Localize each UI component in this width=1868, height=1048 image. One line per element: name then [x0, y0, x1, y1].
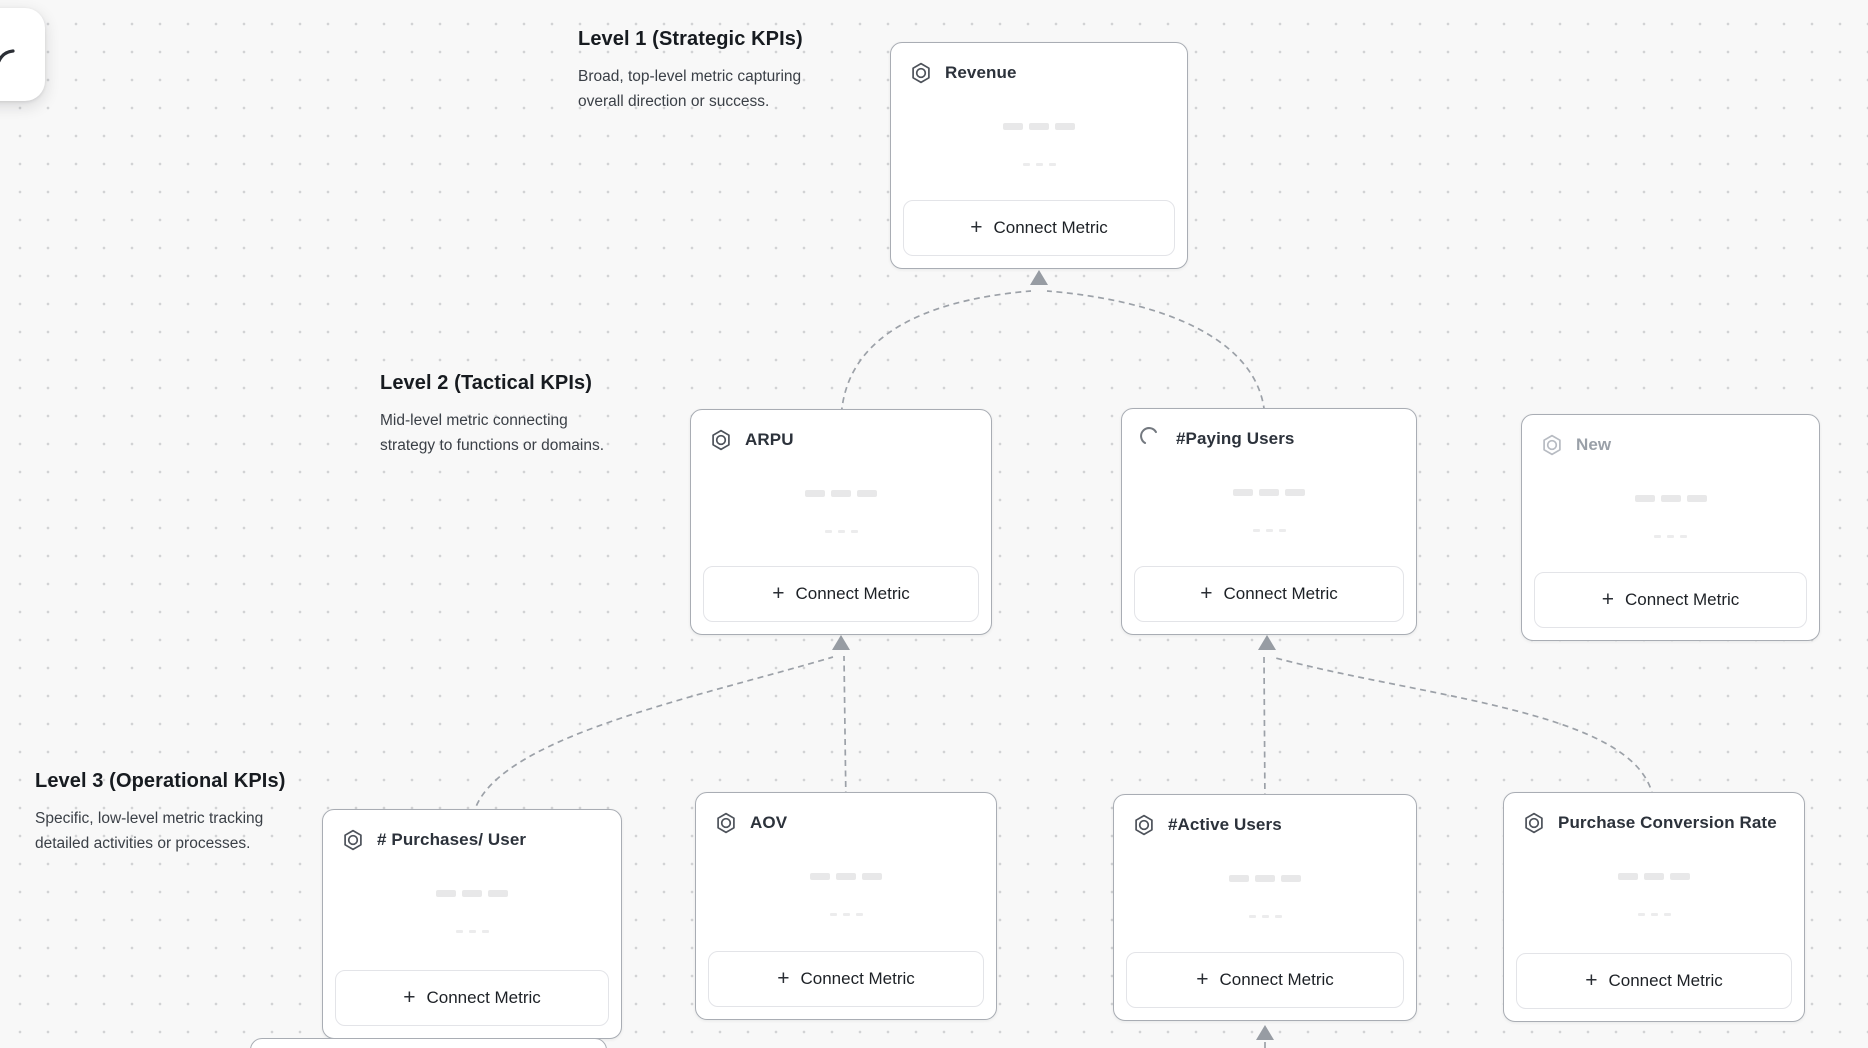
arrowhead-into-activeusers: [1256, 1025, 1274, 1040]
skeleton-dashes: [1122, 529, 1416, 532]
plus-icon: +: [772, 581, 785, 605]
metric-card-title: #Active Users: [1168, 815, 1282, 834]
plus-icon: +: [1601, 587, 1614, 611]
cursor-icon: [0, 49, 15, 63]
skeleton-bars: [696, 873, 996, 880]
plus-icon: +: [1196, 967, 1209, 991]
hexagon-metric-icon: [1132, 813, 1156, 837]
section-title: Level 3 (Operational KPIs): [35, 770, 286, 792]
section-label-level1: Level 1 (Strategic KPIs) Broad, top-leve…: [578, 28, 803, 114]
partial-card[interactable]: [250, 1038, 607, 1048]
skeleton-dashes: [696, 913, 996, 916]
connector-edge-payingusers-revenue: [1046, 290, 1266, 423]
connect-metric-button[interactable]: + Connect Metric: [1534, 572, 1807, 628]
section-description: Specific, low-level metric tracking deta…: [35, 810, 264, 852]
metric-card-title: # Purchases/ User: [377, 830, 527, 849]
card-header: Purchase Conversion Rate: [1504, 793, 1804, 835]
connect-metric-button[interactable]: + Connect Metric: [903, 200, 1175, 256]
metric-card-arpu[interactable]: ARPU + Connect Metric: [690, 409, 992, 635]
connect-metric-button[interactable]: + Connect Metric: [1126, 952, 1404, 1008]
section-label-level2: Level 2 (Tactical KPIs) Mid-level metric…: [380, 372, 604, 458]
card-header: AOV: [696, 793, 996, 835]
connect-metric-button[interactable]: + Connect Metric: [703, 566, 979, 622]
skeleton-bars: [323, 890, 621, 897]
metric-card-purchase-conversion-rate[interactable]: Purchase Conversion Rate + Connect Metri…: [1503, 792, 1805, 1022]
hexagon-metric-icon: [1540, 433, 1564, 457]
hexagon-metric-icon: [1522, 811, 1546, 835]
connector-edge-arpu-revenue: [840, 290, 1032, 425]
skeleton-bars: [691, 490, 991, 497]
skeleton-bars: [1522, 495, 1819, 502]
hexagon-metric-icon: [709, 428, 733, 452]
skeleton-bars: [1122, 489, 1416, 496]
metric-card-title: AOV: [750, 813, 788, 832]
connector-edge-activeusers-payingusers: [1263, 655, 1266, 811]
skeleton-dashes: [691, 530, 991, 533]
card-header: ARPU: [691, 410, 991, 452]
card-header: # Purchases/ User: [323, 810, 621, 852]
section-description: Mid-level metric connecting strategy to …: [380, 412, 605, 454]
skeleton-bars: [1504, 873, 1804, 880]
metric-card-revenue[interactable]: Revenue + Connect Metric: [890, 42, 1188, 269]
connector-edge-pcr-payingusers: [1271, 656, 1655, 809]
hexagon-metric-icon: [341, 828, 365, 852]
metric-card-active-users[interactable]: #Active Users + Connect Metric: [1113, 794, 1417, 1021]
arrowhead-into-revenue: [1030, 270, 1048, 285]
plus-icon: +: [777, 966, 790, 990]
plus-icon: +: [1585, 968, 1598, 992]
card-header: #Paying Users: [1122, 409, 1416, 451]
plus-icon: +: [970, 215, 983, 239]
section-title: Level 1 (Strategic KPIs): [578, 28, 803, 50]
skeleton-dashes: [323, 930, 621, 933]
spinner-icon: [1140, 427, 1164, 451]
arrowhead-into-payingusers: [1258, 635, 1276, 650]
metric-card-aov[interactable]: AOV + Connect Metric: [695, 792, 997, 1020]
metric-card-new[interactable]: New + Connect Metric: [1521, 414, 1820, 641]
skeleton-dashes: [1504, 913, 1804, 916]
skeleton-dashes: [1522, 535, 1819, 538]
metric-card-title: Purchase Conversion Rate: [1558, 813, 1777, 832]
card-header: New: [1522, 415, 1819, 457]
plus-icon: +: [1200, 581, 1213, 605]
metric-card-title: New: [1576, 435, 1612, 454]
card-header: #Active Users: [1114, 795, 1416, 837]
connect-metric-button[interactable]: + Connect Metric: [335, 970, 609, 1026]
connector-edge-purchases-arpu: [471, 656, 834, 827]
connect-metric-button[interactable]: + Connect Metric: [708, 951, 984, 1007]
connect-metric-button[interactable]: + Connect Metric: [1516, 953, 1792, 1009]
metric-card-title: ARPU: [745, 430, 794, 449]
metric-card-title: #Paying Users: [1176, 429, 1295, 448]
arrowhead-into-arpu: [832, 635, 850, 650]
hexagon-metric-icon: [909, 61, 933, 85]
toolbar-button[interactable]: [0, 8, 45, 101]
metric-card-title: Revenue: [945, 63, 1017, 82]
skeleton-bars: [1114, 875, 1416, 882]
plus-icon: +: [403, 985, 416, 1009]
skeleton-dashes: [891, 163, 1187, 166]
section-description: Broad, top-level metric capturing overal…: [578, 68, 802, 110]
connect-metric-button[interactable]: + Connect Metric: [1134, 566, 1404, 622]
section-label-level3: Level 3 (Operational KPIs) Specific, low…: [35, 770, 285, 856]
metric-card-paying-users[interactable]: #Paying Users + Connect Metric: [1121, 408, 1417, 635]
skeleton-bars: [891, 123, 1187, 130]
connector-edge-aov-arpu: [843, 655, 847, 809]
skeleton-dashes: [1114, 915, 1416, 918]
section-title: Level 2 (Tactical KPIs): [380, 372, 593, 394]
card-header: Revenue: [891, 43, 1187, 85]
metric-card-purchases-per-user[interactable]: # Purchases/ User + Connect Metric: [322, 809, 622, 1039]
hexagon-metric-icon: [714, 811, 738, 835]
